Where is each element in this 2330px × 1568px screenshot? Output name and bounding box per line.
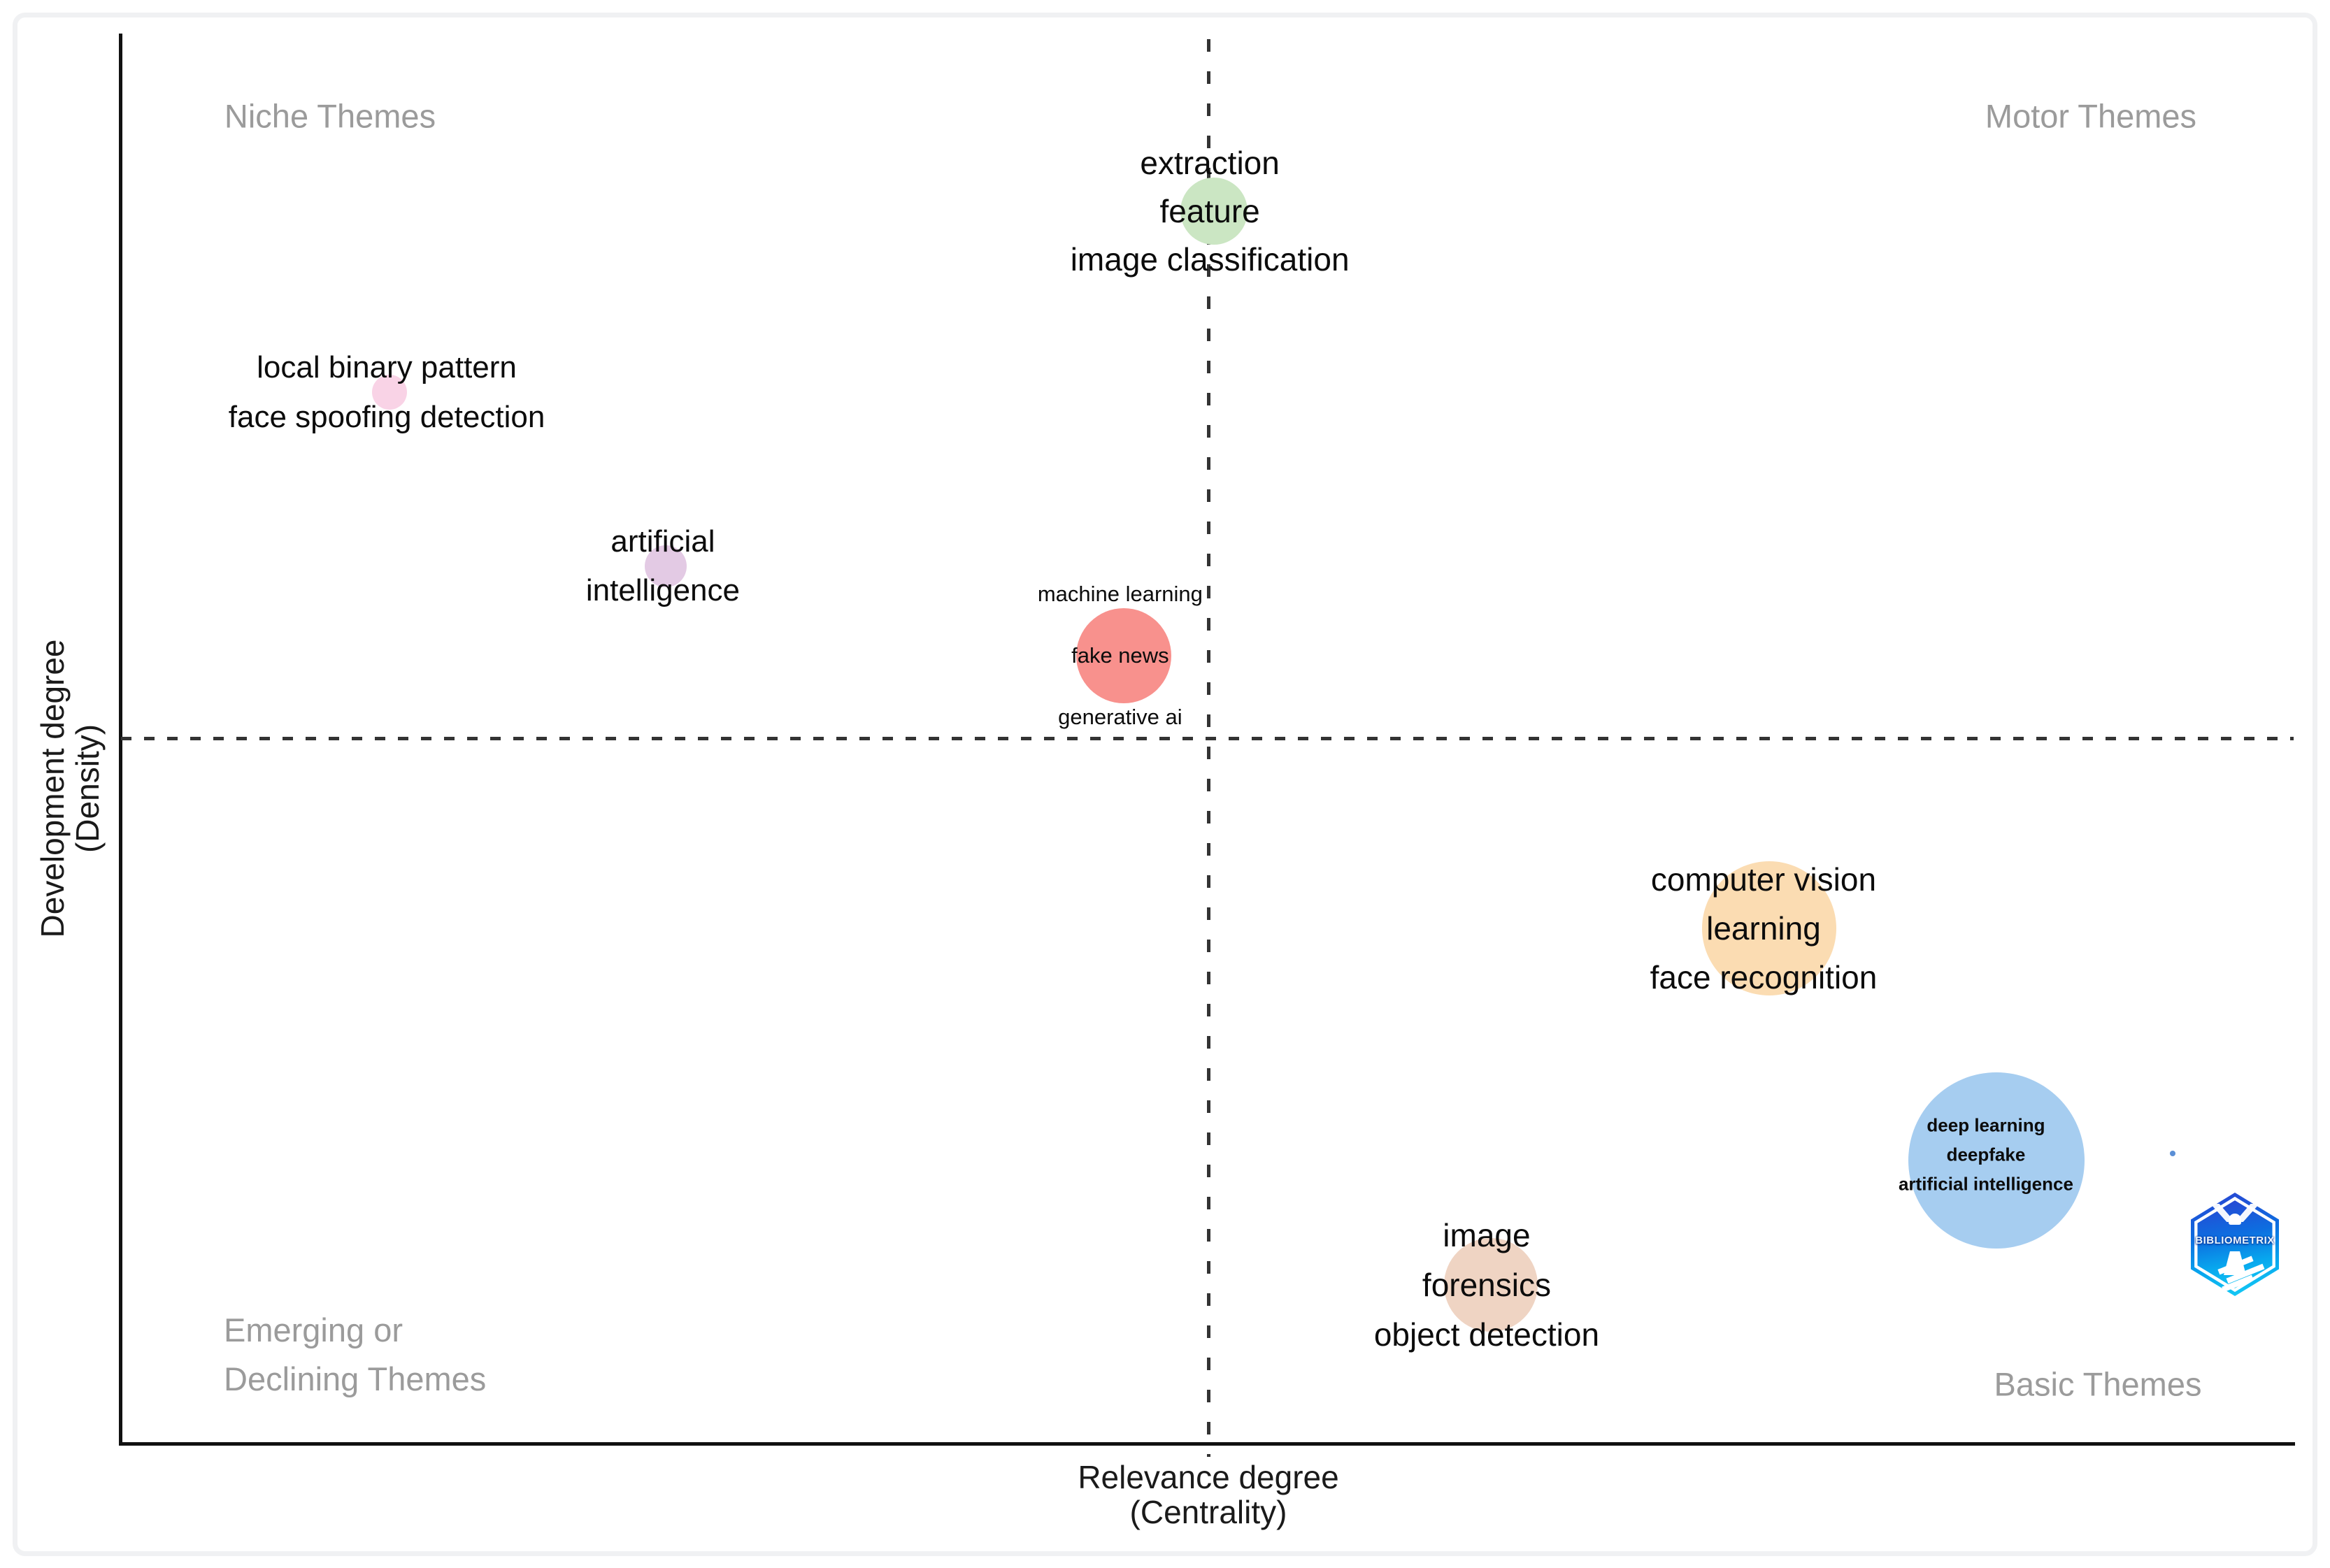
cluster-bubble-artificial-intelligence [644, 545, 687, 588]
y-axis-title-line: Development degree [34, 639, 71, 938]
bibliometrix-logo: BIBLIOMETRIX [2191, 1193, 2279, 1296]
cluster-label: face spoofing detection [228, 399, 545, 434]
cluster-label: fake news [1071, 643, 1169, 668]
cluster-label: object detection [1373, 1316, 1600, 1353]
cluster-label: deep learning [1927, 1114, 2045, 1136]
y-axis-title-line: (Density) [69, 724, 106, 854]
centrality-divider-dashed-line [1207, 39, 1210, 1457]
x-axis-title-line: Relevance degree [1078, 1459, 1339, 1495]
quadrant-label-niche-themes: Niche Themes [224, 97, 436, 135]
cluster-bubble-fake-news [1075, 608, 1171, 703]
y-axis-title: Development degree (Density) [34, 639, 106, 938]
cluster-label: artificial intelligence [1898, 1173, 2073, 1195]
cluster-label: forensics [1422, 1267, 1551, 1304]
cluster-bubble-deep-learning-deepfake [1908, 1072, 2085, 1249]
cluster-label: intelligence [585, 573, 740, 608]
cluster-label: learning [1706, 909, 1821, 947]
cluster-bubble-image-forensics [1443, 1238, 1538, 1332]
y-axis-line [119, 34, 122, 1446]
figure-card [13, 13, 2317, 1556]
cluster-label: image [1443, 1217, 1531, 1254]
cluster-bubble-computer-vision-learning [1701, 861, 1836, 995]
cluster-bubble-feature-extraction [1180, 178, 1248, 245]
x-axis-title: Relevance degree (Centrality) [1078, 1460, 1338, 1530]
cluster-label: machine learning [1037, 582, 1203, 606]
cluster-label: image classification [1070, 241, 1350, 278]
quadrant-label-motor-themes: Motor Themes [1985, 97, 2197, 135]
cluster-bubble-unlabeled-small-dot [2169, 1150, 2175, 1156]
cluster-label: artificial [610, 524, 715, 559]
quadrant-label-basic-themes: Basic Themes [1994, 1365, 2202, 1403]
quadrant-label-line: Emerging or [224, 1311, 403, 1348]
x-axis-title-line: (Centrality) [1129, 1494, 1287, 1530]
cluster-label: extraction [1140, 145, 1280, 182]
cluster-label: feature [1159, 193, 1260, 230]
quadrant-label-emerging-declining-themes: Emerging or Declining Themes [224, 1306, 486, 1404]
cluster-bubble-local-binary-pattern [372, 375, 408, 410]
lighthouse-dome-icon [2229, 1214, 2241, 1225]
logo-wordmark: BIBLIOMETRIX [2195, 1235, 2275, 1246]
cluster-label: computer vision [1650, 861, 1877, 898]
cluster-label: local binary pattern [257, 350, 517, 384]
cluster-label: face recognition [1650, 958, 1878, 995]
quadrant-label-line: Declining Themes [224, 1360, 487, 1397]
cluster-label: deepfake [1946, 1144, 2026, 1165]
cluster-label: generative ai [1058, 705, 1182, 729]
density-divider-dashed-line [121, 737, 2294, 740]
